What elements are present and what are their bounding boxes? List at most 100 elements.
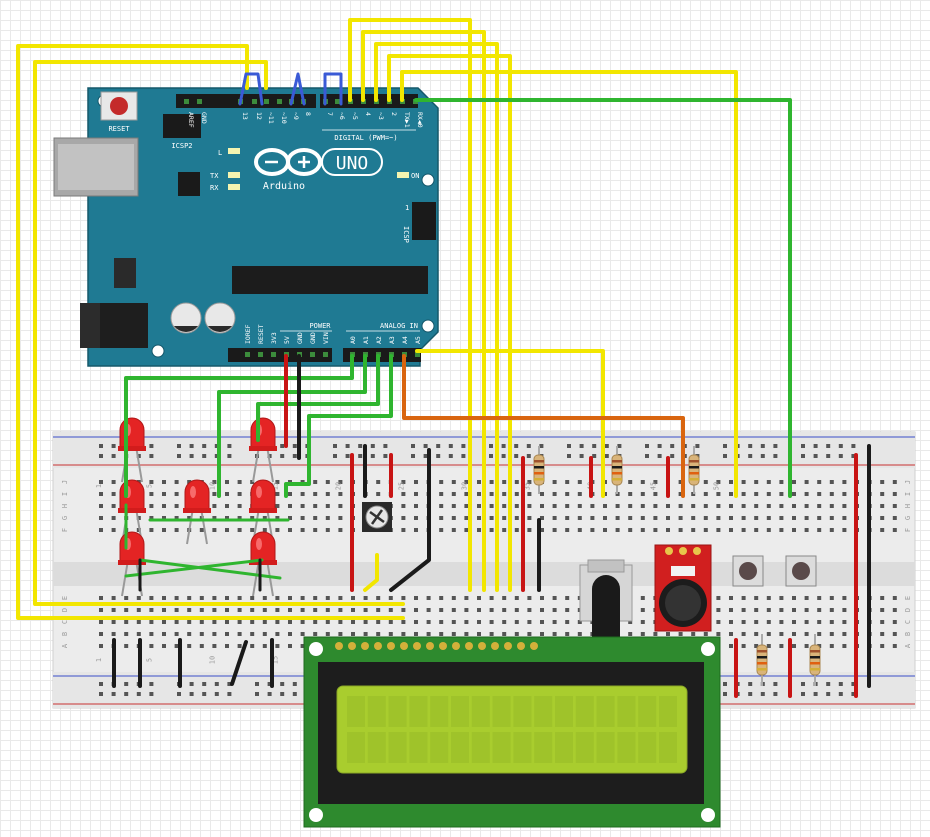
logo-uno-text: UNO <box>336 153 369 174</box>
rail-hole <box>604 454 609 458</box>
breadboard-hole <box>489 608 494 612</box>
breadboard-hole <box>363 596 368 600</box>
breadboard-hole <box>262 528 267 532</box>
breadboard-hole <box>880 644 885 648</box>
breadboard-hole <box>325 620 330 624</box>
breadboard-hole <box>451 620 456 624</box>
rail-hole <box>670 444 675 448</box>
rail-hole <box>149 692 154 696</box>
breadboard-hole <box>451 504 456 508</box>
breadboard-hole <box>502 632 507 636</box>
breadboard-hole <box>766 492 771 496</box>
breadboard-hole <box>703 504 708 508</box>
breadboard-hole <box>212 492 217 496</box>
pin-socket <box>197 99 202 104</box>
lcd-pin <box>491 642 499 650</box>
usb-chip <box>178 172 200 196</box>
breadboard-hole <box>842 632 847 636</box>
power-header <box>228 348 332 362</box>
digital-pin-label: RX◀0 <box>416 112 424 128</box>
lcd-cell <box>409 732 428 763</box>
breadboard-hole <box>376 608 381 612</box>
breadboard-hole <box>552 516 557 520</box>
breadboard-hole <box>829 504 834 508</box>
breadboard-hole <box>275 632 280 636</box>
breadboard-hole <box>729 644 733 648</box>
breadboard-hole <box>237 504 242 508</box>
breadboard-hole <box>792 620 796 624</box>
rail-hole <box>773 444 778 448</box>
analog-label: ANALOG IN <box>380 322 418 330</box>
rail-hole <box>748 444 753 448</box>
breadboard-hole <box>666 516 670 520</box>
row-letter: A <box>904 643 912 648</box>
rail-hole <box>333 444 337 448</box>
rail-hole <box>773 682 778 686</box>
tx-led-label: TX <box>210 172 219 180</box>
breadboard-hole <box>162 620 166 624</box>
breadboard-hole <box>237 596 242 600</box>
breadboard-hole <box>565 620 570 624</box>
rail-hole <box>801 692 805 696</box>
breadboard-hole <box>162 596 166 600</box>
breadboard-hole <box>514 632 519 636</box>
breadboard-hole <box>754 632 759 636</box>
breadboard-hole <box>741 596 746 600</box>
breadboard-hole <box>817 492 822 496</box>
rail-hole <box>448 444 453 448</box>
lcd-cell <box>471 732 490 763</box>
breadboard-hole <box>653 632 658 636</box>
row-letter: E <box>61 596 69 600</box>
rail-hole <box>189 682 194 686</box>
analog-pin-label: A1 <box>362 336 370 344</box>
breadboard-hole <box>666 528 670 532</box>
breadboard-hole <box>199 632 204 636</box>
jumper-wire <box>238 72 264 106</box>
lcd-pin <box>426 642 434 650</box>
breadboard-hole <box>99 596 103 600</box>
breadboard-hole <box>716 504 721 508</box>
rail-hole <box>436 444 441 448</box>
lcd-cell <box>388 696 407 727</box>
lcd-cell <box>471 696 490 727</box>
lcd-cell <box>534 732 553 763</box>
breadboard-hole <box>527 596 532 600</box>
breadboard-hole <box>313 480 318 484</box>
icsp2-label: ICSP2 <box>171 142 192 150</box>
breadboard-hole <box>577 504 582 508</box>
rail-hole <box>255 692 259 696</box>
lcd-pin <box>361 642 369 650</box>
column-number: 1 <box>95 658 103 662</box>
breadboard-hole <box>615 516 620 520</box>
breadboard-hole <box>99 516 103 520</box>
breadboard-hole <box>741 644 746 648</box>
breadboard-hole <box>779 596 784 600</box>
breadboard-hole <box>792 480 796 484</box>
breadboard-hole <box>439 528 444 532</box>
breadboard-hole <box>199 608 204 612</box>
rail-hole <box>826 454 831 458</box>
breadboard-hole <box>313 596 318 600</box>
breadboard-hole <box>792 632 796 636</box>
digital-pin-label: ~5 <box>351 112 359 120</box>
rail-hole <box>813 454 818 458</box>
breadboard-hole <box>880 528 885 532</box>
breadboard-hole <box>766 596 771 600</box>
breadboard-hole <box>552 620 557 624</box>
lcd-cell <box>388 732 407 763</box>
rail-hole <box>202 692 207 696</box>
rail-hole <box>617 444 622 448</box>
lcd-pin-row <box>335 642 538 650</box>
breadboard-hole <box>502 608 507 612</box>
breadboard-hole <box>640 632 645 636</box>
resistor <box>756 634 768 686</box>
breadboard-hole <box>149 516 154 520</box>
breadboard-hole <box>842 480 847 484</box>
breadboard-hole <box>842 504 847 508</box>
lcd-16x2-display <box>303 636 721 828</box>
breadboard-hole <box>489 480 494 484</box>
breadboard-hole <box>124 632 129 636</box>
rail-hole <box>111 444 116 448</box>
rail-hole <box>149 682 154 686</box>
